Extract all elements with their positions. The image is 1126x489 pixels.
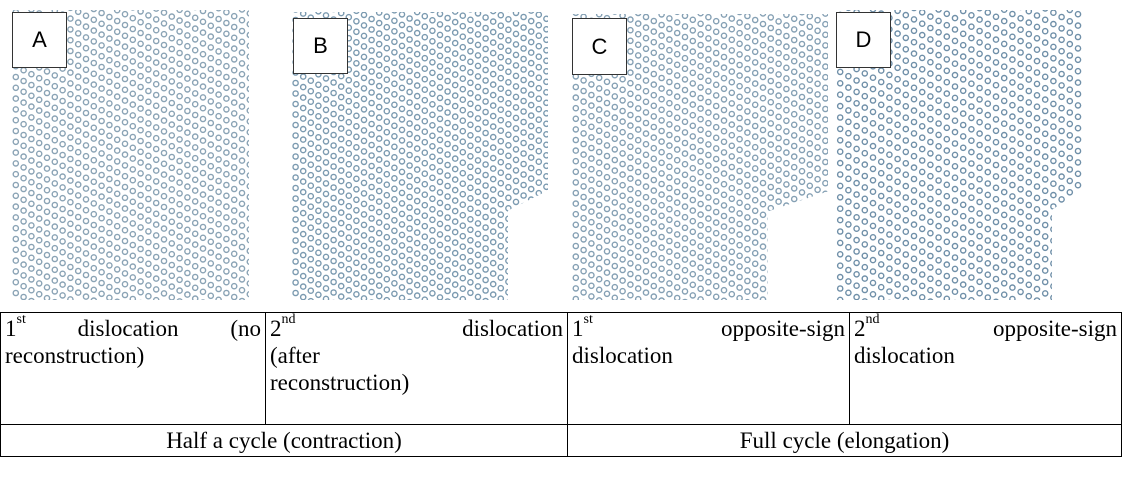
panel-label-c: C bbox=[572, 18, 627, 75]
table-cell-2nd-dislocation: 2nd dislocation (after reconstruction) bbox=[265, 312, 568, 425]
table-row-cycles: Half a cycle (contraction) Full cycle (e… bbox=[0, 424, 1122, 457]
table-cell-full-cycle: Full cycle (elongation) bbox=[567, 424, 1122, 457]
figure-panels: A B C D bbox=[12, 10, 1082, 300]
panel-label-a: A bbox=[12, 12, 67, 68]
atom-lattice-panels bbox=[12, 10, 1082, 300]
table-cell-1st-dislocation: 1st dislocation (no reconstruction) bbox=[0, 312, 266, 425]
panel-label-b: B bbox=[293, 18, 348, 74]
table-cell-1st-opposite-sign: 1st opposite-sign dislocation bbox=[567, 312, 850, 425]
table-cell-half-cycle: Half a cycle (contraction) bbox=[0, 424, 568, 457]
table-row-descriptions: 1st dislocation (no reconstruction) 2nd … bbox=[0, 312, 1122, 425]
panel-label-d: D bbox=[836, 12, 891, 68]
caption-table: 1st dislocation (no reconstruction) 2nd … bbox=[0, 312, 1122, 457]
table-cell-2nd-opposite-sign: 2nd opposite-sign dislocation bbox=[849, 312, 1122, 425]
